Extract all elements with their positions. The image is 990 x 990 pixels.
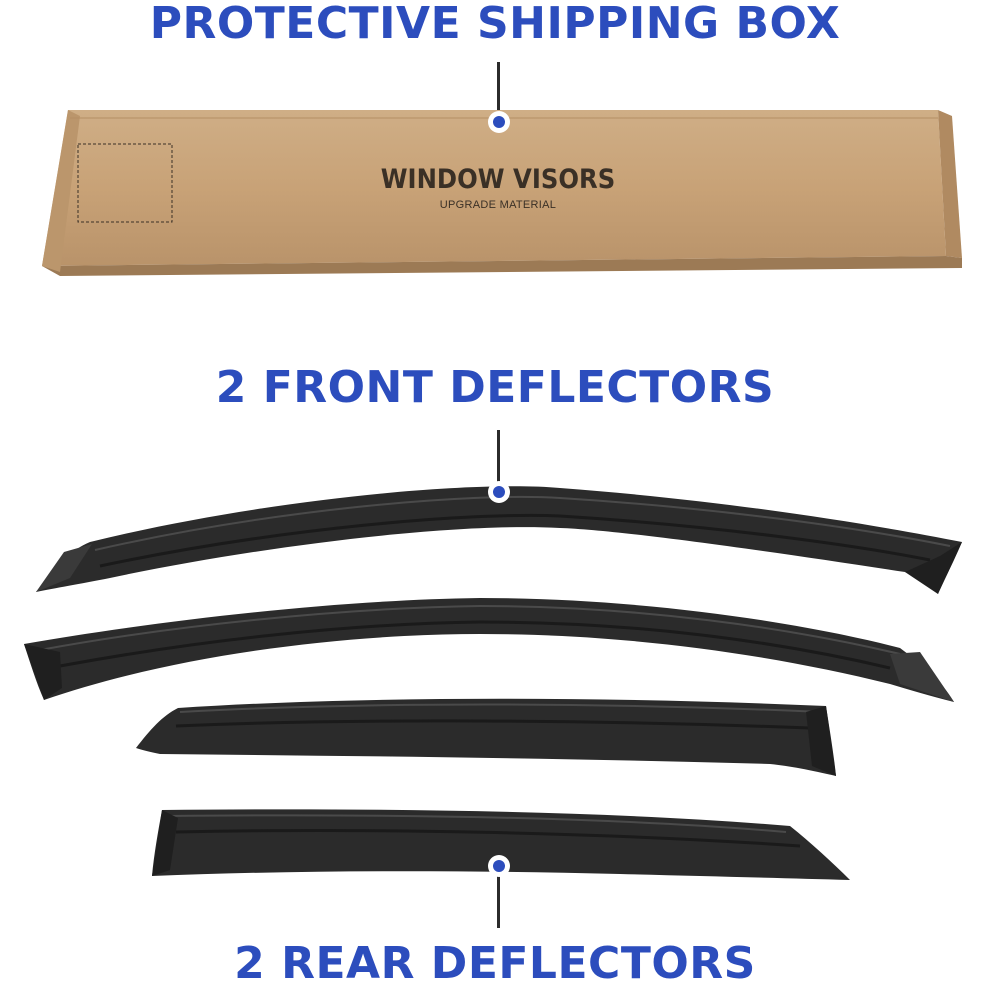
- cardboard-box-graphic: [42, 110, 962, 276]
- rear-deflector-left: [136, 698, 836, 776]
- front-leader-line: [497, 430, 500, 488]
- box-leader-line: [497, 62, 500, 120]
- box-marker-dot: [488, 111, 510, 133]
- front-deflector-right: [24, 598, 954, 702]
- front-deflector-left: [36, 486, 962, 594]
- rear-deflectors-heading: 2 REAR DEFLECTORS: [234, 938, 756, 989]
- front-marker-dot: [488, 481, 510, 503]
- shipping-box-heading: PROTECTIVE SHIPPING BOX: [149, 0, 841, 49]
- front-deflectors-heading: 2 FRONT DEFLECTORS: [215, 362, 775, 413]
- rear-leader-line: [497, 870, 500, 928]
- rear-deflector-right: [152, 809, 850, 880]
- box-subtitle-print: UPGRADE MATERIAL: [439, 199, 557, 211]
- box-title-print: WINDOW VISORS: [380, 164, 616, 195]
- shipping-box-image: WINDOW VISORS UPGRADE MATERIAL: [40, 106, 965, 278]
- rear-marker-dot: [488, 855, 510, 877]
